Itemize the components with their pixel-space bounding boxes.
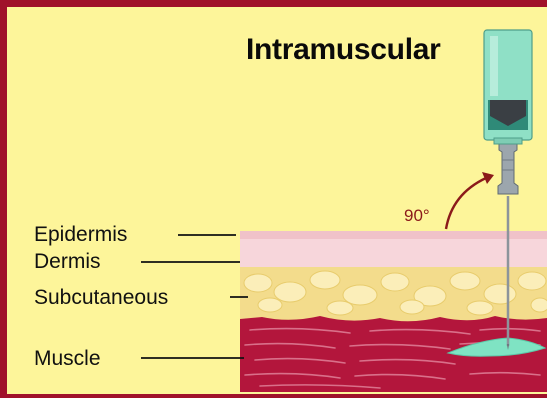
dermis-layer <box>240 239 547 267</box>
epidermis-layer <box>240 231 547 239</box>
needle-hub <box>498 140 518 194</box>
diagram-title: Intramuscular <box>246 33 441 67</box>
barrel-tip <box>494 138 522 144</box>
angle-label: 90° <box>404 206 430 226</box>
angle-arc-arrow <box>446 178 486 229</box>
label-muscle: Muscle <box>34 348 101 369</box>
label-dermis: Dermis <box>34 251 101 272</box>
label-epidermis: Epidermis <box>34 224 127 245</box>
label-subcutaneous: Subcutaneous <box>34 287 168 308</box>
